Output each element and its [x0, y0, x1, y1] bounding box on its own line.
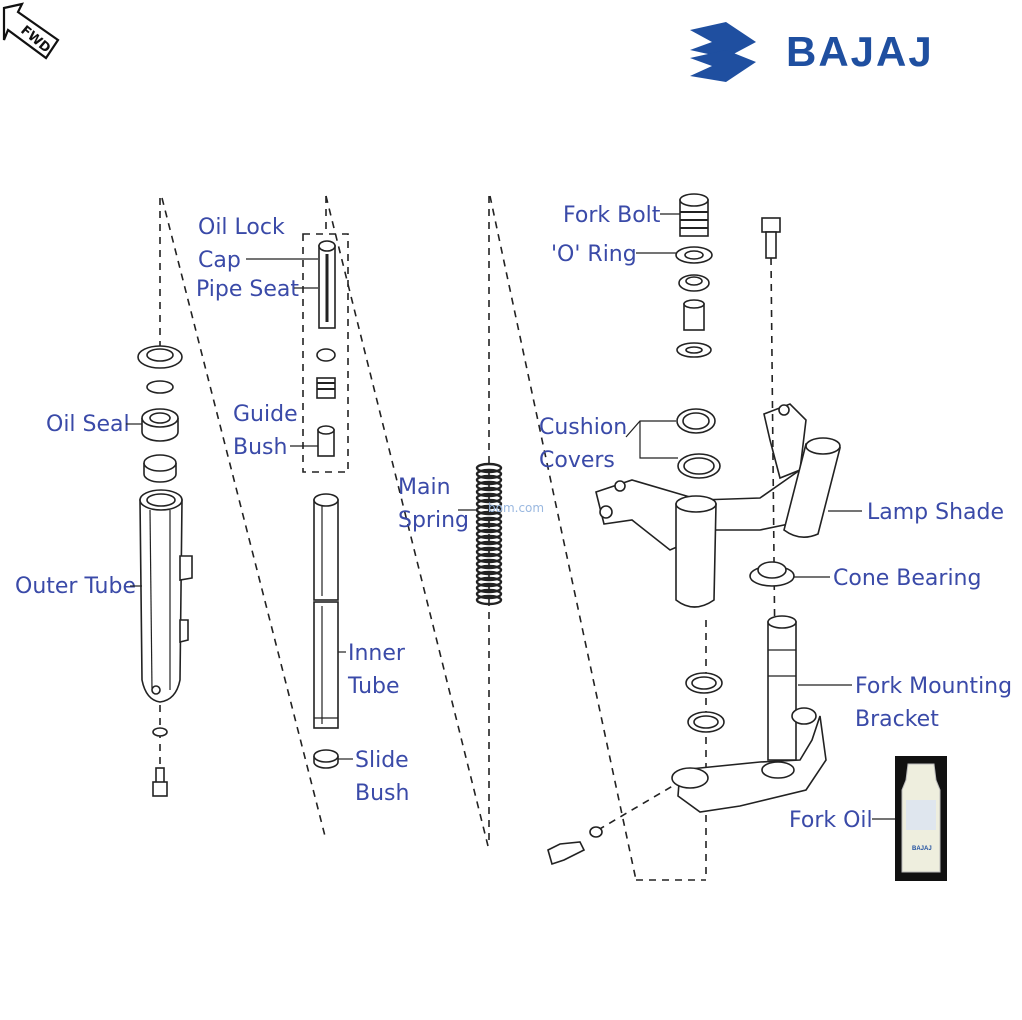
cone-bearing-part — [749, 561, 795, 587]
lower-cushion-lower-part — [687, 711, 725, 733]
label-main: Main — [398, 475, 451, 500]
pinch-bolt-part — [547, 826, 603, 866]
spacer-part — [683, 299, 705, 331]
spring-coil — [475, 462, 503, 474]
fork-mounting-bracket-part — [671, 615, 827, 813]
spring-coil — [475, 522, 503, 534]
bolt-top-part — [761, 217, 781, 259]
spring-coil — [475, 474, 503, 486]
label-fork-oil: Fork Oil — [789, 808, 873, 833]
label-cushion: Cushion — [539, 415, 627, 440]
spring-coil — [475, 594, 503, 606]
o-ring-part — [675, 246, 713, 264]
spring-coil — [475, 516, 503, 528]
label-outer-tube: Outer Tube — [15, 574, 136, 599]
spring-coil — [475, 564, 503, 576]
oil-lock-cap-part — [137, 345, 183, 369]
fork-oil-bottle-image: BAJAJ — [895, 756, 947, 881]
diagonal-guide-1 — [161, 197, 327, 841]
spring-coil — [475, 582, 503, 594]
label-fork-mounting: Fork Mounting — [855, 674, 1012, 699]
guide-bush-part — [317, 425, 335, 457]
label-bracket: Bracket — [855, 707, 939, 732]
label-oil-lock: Oil Lock — [198, 215, 285, 240]
label-cone-bearing: Cone Bearing — [833, 566, 981, 591]
label-oil-seal: Oil Seal — [46, 412, 130, 437]
label-cap: Cap — [198, 248, 241, 273]
bajaj-logo-icon — [690, 22, 756, 82]
spring-coil — [475, 576, 503, 588]
spring-coil — [475, 546, 503, 558]
oil-lock-group-box — [302, 233, 349, 473]
spring-coil — [475, 492, 503, 504]
label-fork-bolt: Fork Bolt — [563, 203, 661, 228]
lower-cushion-upper-part — [685, 672, 723, 694]
drain-bolt-part — [152, 767, 168, 797]
spring-coil — [475, 468, 503, 480]
label-slide: Slide — [355, 748, 409, 773]
main-spring-part — [475, 462, 503, 606]
spring-coil — [475, 534, 503, 546]
leader-cushion-upper — [625, 420, 676, 438]
inner-tube-upper-part — [313, 493, 339, 601]
spring-coil — [475, 540, 503, 552]
slide-bush-part — [313, 749, 339, 769]
label-slide-bush: Bush — [355, 781, 409, 806]
spring-coil — [475, 486, 503, 498]
label-guide-bush: Bush — [233, 435, 287, 460]
label-main-spring: Spring — [398, 508, 469, 533]
label-inner-tube: Tube — [347, 674, 400, 699]
fwd-arrow-icon: FWD — [2, 2, 60, 60]
spring-coil — [475, 510, 503, 522]
spring-coil — [475, 498, 503, 510]
bajaj-logo: BAJAJ — [690, 22, 934, 82]
spring-coil — [475, 480, 503, 492]
oil-seal-part — [141, 408, 179, 442]
lamp-shade-part — [783, 437, 842, 538]
label-pipe-seat: Pipe Seat — [196, 277, 299, 302]
guide-spring-part — [316, 377, 336, 399]
inner-tube-lower-part — [313, 601, 339, 729]
drain-washer-part — [152, 727, 168, 737]
cushion-cover-lower-part — [677, 453, 721, 479]
cushion-cover-upper-part — [676, 408, 716, 434]
pipe-seat-part — [316, 348, 336, 362]
outer-tube-part — [139, 489, 193, 703]
label-guide: Guide — [233, 402, 298, 427]
seal-washer-part — [143, 454, 177, 483]
brand-name: BAJAJ — [786, 28, 934, 75]
watermark-text: bom.com — [488, 501, 544, 515]
spring-coil — [475, 588, 503, 600]
spring-coil — [475, 570, 503, 582]
label-covers: Covers — [539, 448, 615, 473]
spring-coil — [475, 552, 503, 564]
spring-seat-part — [678, 274, 710, 292]
spring-coil — [475, 528, 503, 540]
label-lamp-shade: Lamp Shade — [867, 500, 1004, 525]
spring-coil — [475, 558, 503, 570]
diagonal-guide-3 — [489, 195, 637, 881]
circlip-part — [146, 380, 174, 394]
washer-part — [676, 342, 712, 358]
fork-bolt-part — [679, 193, 709, 237]
pinch-bolt-axis — [597, 783, 677, 831]
oil-lock-pipe-part — [318, 240, 336, 329]
label-inner: Inner — [348, 641, 406, 666]
label-o-ring: 'O' Ring — [551, 242, 637, 267]
bottle-brand-text: BAJAJ — [912, 846, 932, 852]
leader-cushion-lower — [639, 421, 678, 459]
